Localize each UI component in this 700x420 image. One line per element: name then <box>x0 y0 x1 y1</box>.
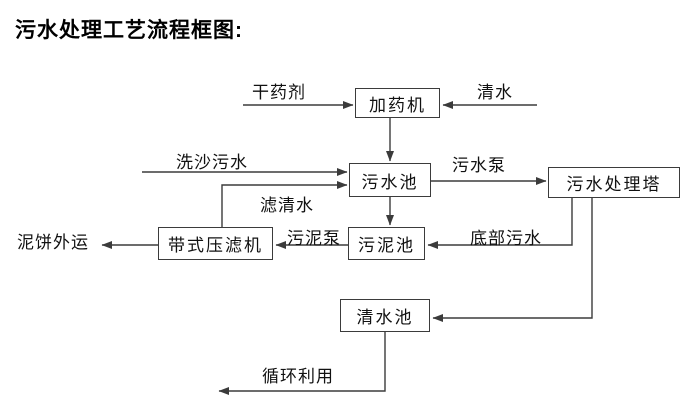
node-treatment-tower: 污水处理塔 <box>548 167 680 198</box>
edge-recycle-arrow <box>218 332 386 395</box>
label-filtered-water: 滤清水 <box>260 196 314 215</box>
node-clear-water-pool: 清水池 <box>340 299 430 332</box>
edge-bottom-sewage-arrow <box>427 198 573 249</box>
node-sludge-pool: 污泥池 <box>348 227 425 260</box>
label-sludge-pump: 污泥泵 <box>287 229 341 248</box>
edge-filtered-water-arrow <box>221 181 348 227</box>
label-sand-wash-sewage: 洗沙污水 <box>176 153 248 172</box>
node-belt-filter-press: 带式压滤机 <box>158 227 273 260</box>
label-dry-chemical: 干药剂 <box>252 83 306 102</box>
label-mud-cake-out: 泥饼外运 <box>17 233 89 252</box>
node-dosing-machine: 加药机 <box>355 88 440 118</box>
edge-tower-to-clear-arrow <box>432 198 593 322</box>
label-clear-water: 清水 <box>477 83 513 102</box>
label-bottom-sewage: 底部污水 <box>470 229 542 248</box>
label-recycle: 循环利用 <box>262 367 334 386</box>
node-sewage-pool: 污水池 <box>349 163 431 197</box>
page-title: 污水处理工艺流程框图: <box>15 19 243 42</box>
label-sewage-pump: 污水泵 <box>452 156 506 175</box>
